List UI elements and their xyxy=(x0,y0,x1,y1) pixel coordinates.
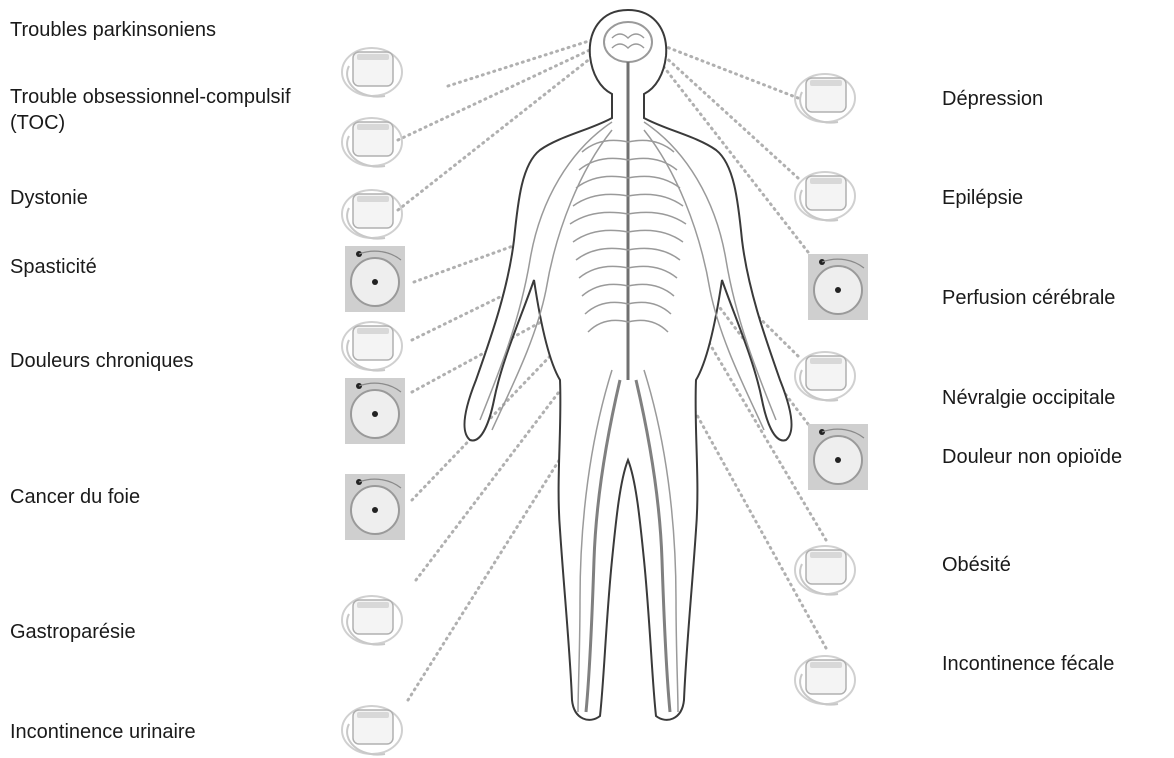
label-left-2: Dystonie xyxy=(10,185,88,211)
neurostimulator-icon xyxy=(795,74,855,123)
label-right-5: Obésité xyxy=(942,552,1011,578)
neurostimulator-icon xyxy=(342,118,402,167)
label-left-6: Gastroparésie xyxy=(10,619,136,645)
neurostimulator-icon xyxy=(342,706,402,755)
label-right-3: Névralgie occipitale xyxy=(942,385,1115,411)
human-body-figure xyxy=(464,10,791,720)
leader-right-0 xyxy=(664,46,798,98)
label-left-7: Incontinence urinaire xyxy=(10,719,196,745)
drug-pump-icon xyxy=(345,246,405,312)
drug-pump-icon xyxy=(808,424,868,490)
drug-pump-icon xyxy=(345,474,405,540)
label-left-3: Spasticité xyxy=(10,254,97,280)
neurostimulator-icon xyxy=(342,322,402,371)
label-right-0: Dépression xyxy=(942,86,1043,112)
neurostimulator-icon xyxy=(795,172,855,221)
leader-left-0 xyxy=(448,40,592,86)
label-right-4: Douleur non opioïde xyxy=(942,444,1122,470)
neurostimulator-icon xyxy=(342,48,402,97)
neurostimulator-icon xyxy=(342,190,402,239)
label-left-1: Trouble obsessionnel-compulsif (TOC) xyxy=(10,84,300,136)
neurostimulator-icon xyxy=(342,596,402,645)
neurostimulator-icon xyxy=(795,352,855,401)
neurostimulator-icon xyxy=(795,656,855,705)
drug-pump-icon xyxy=(808,254,868,320)
label-right-6: Incontinence fécale xyxy=(942,651,1114,677)
drug-pump-icon xyxy=(345,378,405,444)
label-left-0: Troubles parkinsoniens xyxy=(10,17,216,43)
label-right-1: Epilépsie xyxy=(942,185,1023,211)
label-left-5: Cancer du foie xyxy=(10,484,140,510)
label-left-4: Douleurs chroniques xyxy=(10,348,193,374)
neurostimulator-icon xyxy=(795,546,855,595)
label-right-2: Perfusion cérébrale xyxy=(942,285,1115,311)
leader-left-1 xyxy=(398,48,594,140)
